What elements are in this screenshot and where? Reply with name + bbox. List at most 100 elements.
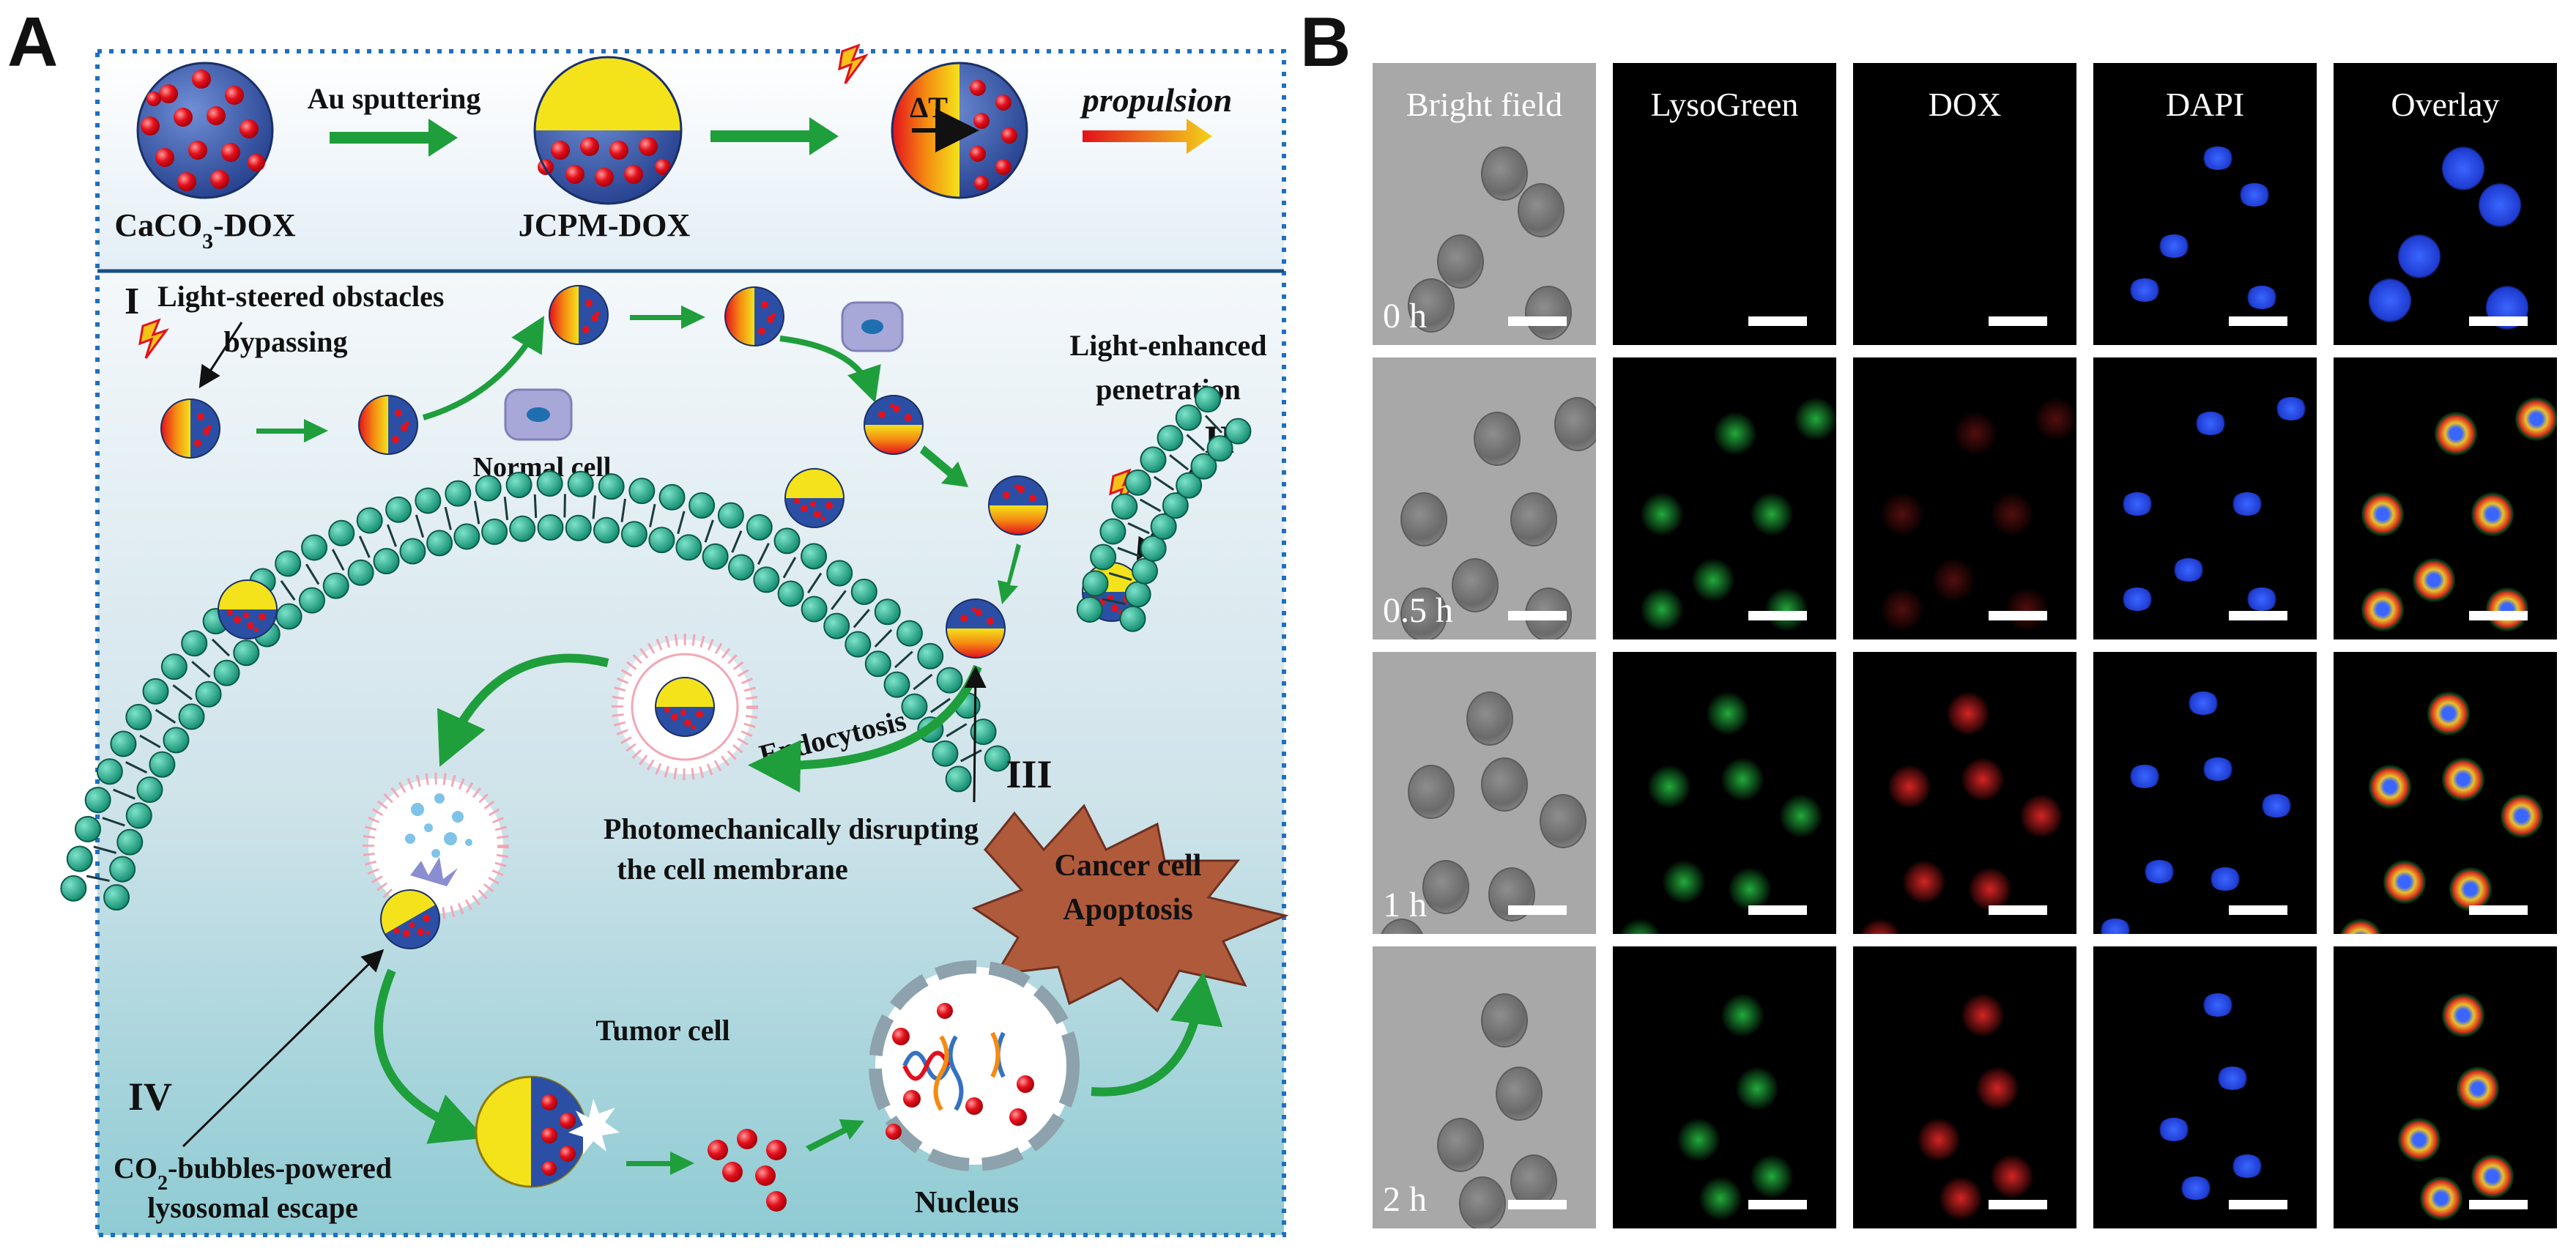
green-arrow [806, 1119, 864, 1152]
cell-spot [1474, 412, 1521, 466]
cell-spot [1888, 765, 1931, 809]
green-arrow [256, 419, 328, 442]
janus-particle-icon [988, 475, 1048, 535]
lysosome-burst-icon [363, 773, 509, 960]
jcpm-dox-particle-icon [533, 56, 683, 205]
scale-bar [1508, 316, 1567, 326]
cell-spot [2413, 558, 2455, 602]
cell-spot [1969, 867, 2011, 911]
step-iv-label-line1: CO2-bubbles-powered [114, 1152, 392, 1195]
janus-particle-icon [358, 395, 418, 455]
micrograph-tile [1613, 946, 1836, 1228]
cell-spot [2158, 1118, 2190, 1141]
tumor-cell-label: Tumor cell [595, 1014, 730, 1047]
cell-spot [2361, 587, 2404, 631]
scale-bar [1748, 611, 1807, 620]
cell-spot [1692, 558, 1734, 602]
cell-spot [2202, 147, 2234, 170]
step-i-pointer [198, 322, 243, 389]
column-header: Bright field [1406, 86, 1563, 123]
curved-green-arrow [422, 316, 545, 420]
endocytosis-arrow [748, 664, 982, 793]
cell-spot [2202, 757, 2234, 781]
cell-spot [2442, 757, 2484, 801]
cell-spot [1721, 993, 1764, 1037]
cell-spot [1932, 558, 1975, 602]
cell-spot [2369, 278, 2411, 322]
cell-membrane-right [1076, 386, 1252, 632]
scale-bar [1989, 905, 2047, 915]
dox-molecules-icon [708, 1129, 787, 1212]
cell-spot [1408, 278, 1455, 333]
scale-bar [2469, 1200, 2528, 1209]
green-arrow [630, 305, 705, 329]
cell-spot [1961, 993, 2004, 1037]
micrograph-tile [1853, 652, 2076, 934]
cell-spot [1400, 492, 1447, 546]
scale-bar [2469, 316, 2528, 326]
apoptosis-label-line1: Cancer cell [1055, 849, 1202, 883]
cell-spot [2187, 691, 2219, 715]
caco3-particle-icon [136, 62, 274, 199]
panel-b-letter: B [1300, 3, 1351, 81]
cell-spot [1481, 993, 1528, 1048]
cell-spot [2442, 147, 2484, 190]
time-point-label: 1 h [1383, 886, 1427, 924]
cell-spot [1859, 919, 1901, 934]
micrograph-tile [2334, 652, 2557, 934]
scale-bar [2229, 316, 2287, 326]
cell-spot [1940, 1176, 1982, 1220]
cell-spot [2216, 1067, 2249, 1090]
scale-bar [2229, 905, 2287, 915]
scale-bar [2229, 611, 2287, 620]
panel-a-letter: A [7, 3, 58, 81]
step-iii-label-line2: the cell membrane [617, 853, 847, 886]
delta-t-label: ΔT [910, 91, 948, 124]
cell-spot [1780, 794, 1822, 838]
top-section-bg [97, 51, 1284, 270]
green-arrow [920, 445, 968, 487]
cell-spot [1729, 867, 1771, 911]
cell-spot [1648, 765, 1690, 809]
cell-spot [2128, 765, 2161, 788]
cell-spot [2231, 492, 2263, 516]
cell-spot [2209, 867, 2241, 891]
cell-spot [1459, 1176, 1506, 1228]
cell-spot [2143, 860, 2175, 883]
cell-spot [2035, 397, 2076, 441]
cell-spot [2020, 794, 2063, 838]
micrograph-tile [1853, 946, 2076, 1228]
cell-spot [2005, 587, 2048, 631]
cell-spot [2180, 1176, 2212, 1200]
micrograph-tile: LysoGreen [1613, 63, 1836, 345]
propulsion-label: propulsion [1080, 81, 1233, 119]
cell-spot [2369, 765, 2411, 809]
cell-spot [1540, 794, 1586, 848]
micrograph-tile [1613, 357, 1836, 639]
scale-bar [1748, 1200, 1807, 1209]
cell-spot [1765, 587, 1808, 631]
micrograph-tile: Overlay [2334, 63, 2557, 345]
normal-cell-icon [841, 301, 904, 352]
scale-bar [1508, 611, 1567, 620]
time-point-label: 2 h [1383, 1180, 1427, 1219]
step-i-numeral: I [125, 281, 139, 322]
step-iv-numeral: IV [128, 1075, 172, 1119]
step-iii-pointer [964, 666, 987, 803]
cell-spot [2246, 587, 2278, 611]
cell-spot [1991, 1154, 2033, 1198]
cell-spot [2449, 867, 2492, 911]
cell-spot [1437, 1118, 1484, 1172]
cell-spot [2398, 1118, 2440, 1162]
cell-spot [2471, 492, 2514, 536]
apoptosis-label-line2: Apoptosis [1063, 893, 1192, 927]
normal-cell-icon [504, 388, 573, 441]
janus-particle-icon [784, 468, 845, 528]
step-iv-label-line2: lysosomal escape [147, 1191, 358, 1224]
cell-spot [1961, 757, 2004, 801]
au-sputtering-label: Au sputtering [308, 82, 481, 115]
micrograph-tile [2334, 946, 2557, 1228]
micrograph-tile: DAPI [2093, 63, 2317, 345]
cell-spot [2158, 234, 2190, 258]
scale-bar [1508, 1200, 1567, 1209]
